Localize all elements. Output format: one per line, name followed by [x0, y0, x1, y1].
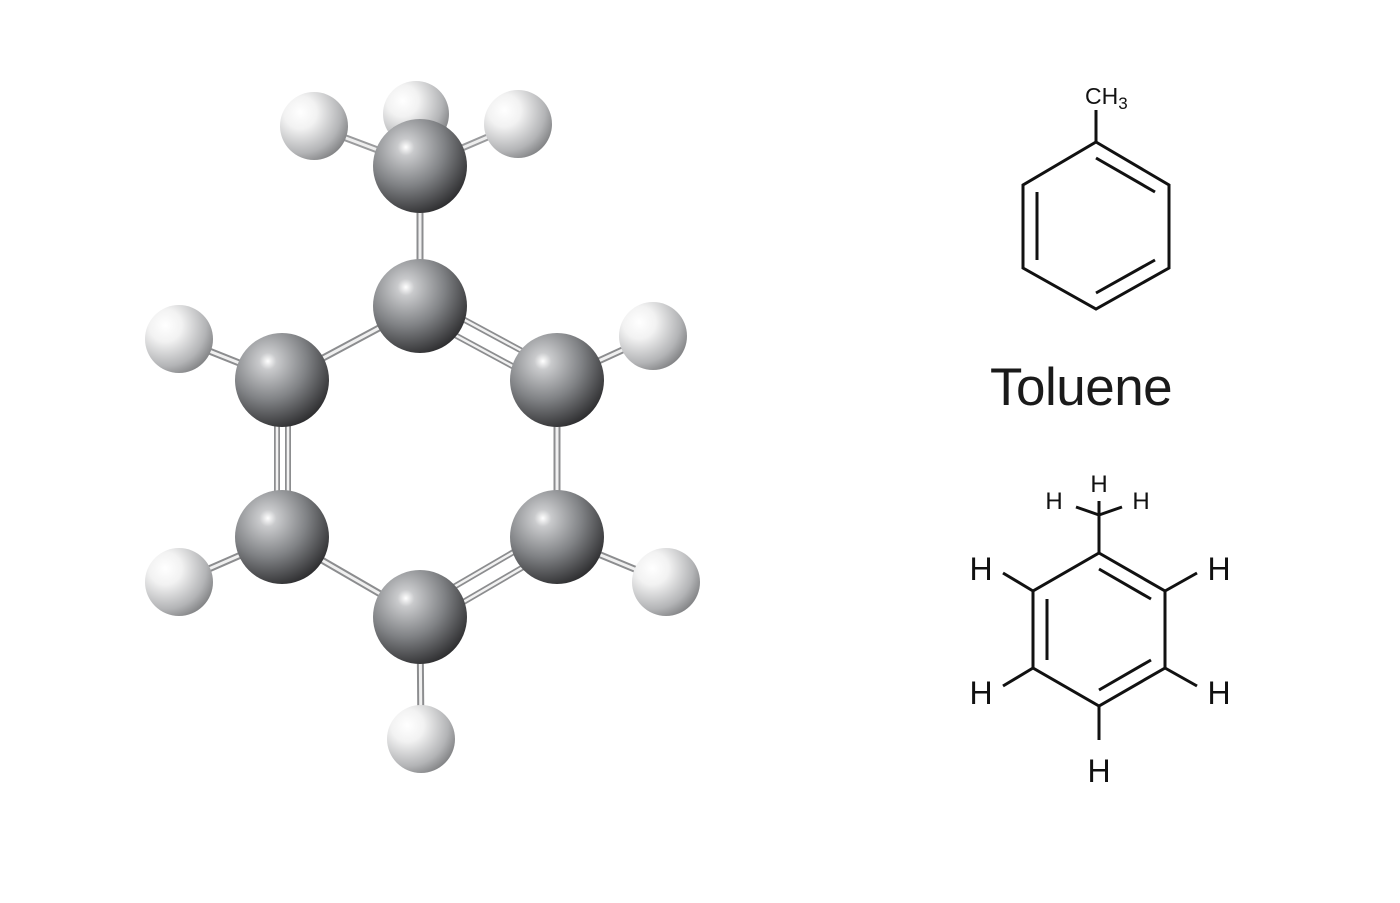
h-label: H [1045, 488, 1062, 515]
carbon-atom [510, 333, 604, 427]
h-label: H [1087, 753, 1110, 789]
subscript-3: 3 [1118, 94, 1127, 113]
carbon-atom [235, 333, 329, 427]
h-label: H [1207, 551, 1230, 587]
hydrogen-atom [619, 302, 687, 370]
carbon-atom [373, 570, 467, 664]
molecule-name: Toluene [990, 358, 1173, 417]
hydrogen-atom [484, 90, 552, 158]
hydrogen-atom [145, 305, 213, 373]
h-label: H [969, 551, 992, 587]
carbon-atom [510, 490, 604, 584]
hydrogen-atom [387, 705, 455, 773]
atoms [145, 81, 700, 773]
carbon-atom [373, 259, 467, 353]
h-label: H [1132, 488, 1149, 515]
carbon-atom [235, 490, 329, 584]
carbon-atom [373, 119, 467, 213]
h-label: H [1090, 471, 1107, 498]
hydrogen-atom [280, 92, 348, 160]
svg-text:CH3: CH3 [1085, 83, 1128, 113]
ch-label: CH [1085, 83, 1118, 109]
h-label: H [1207, 675, 1230, 711]
hydrogen-atom [145, 548, 213, 616]
h-label: H [969, 675, 992, 711]
hydrogen-atom [632, 548, 700, 616]
